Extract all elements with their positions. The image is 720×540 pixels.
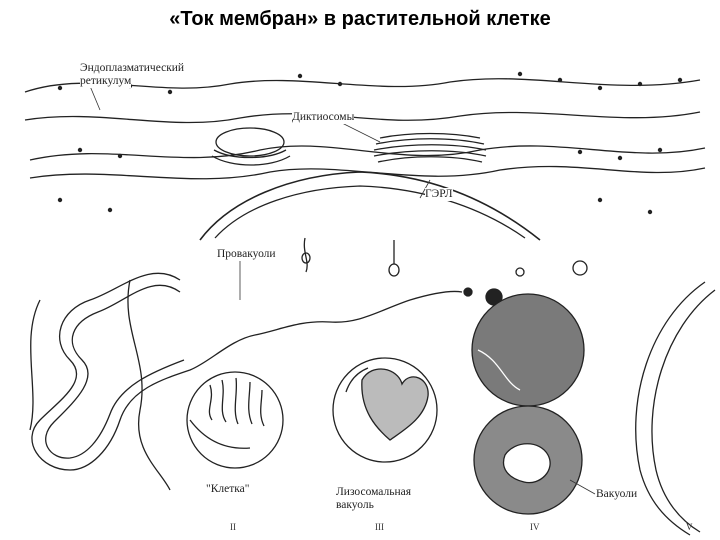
dictyosome-left bbox=[211, 127, 291, 166]
dictyosome-right bbox=[373, 132, 487, 163]
stage-label-5: V bbox=[686, 522, 693, 532]
large-vacuole-arc bbox=[635, 281, 706, 536]
label-provacuoles: Провакуоли bbox=[217, 248, 276, 261]
vacuole-sphere-lower bbox=[473, 405, 583, 515]
label-gerl: ГЭРЛ bbox=[425, 188, 453, 201]
provacuole-tubules bbox=[31, 272, 463, 471]
label-cell: "Клетка" bbox=[206, 483, 250, 496]
lysosomal-vacuole-stage-3 bbox=[332, 357, 438, 463]
label-er-line2: ретикулум bbox=[80, 75, 132, 88]
vacuole-sphere-upper bbox=[471, 293, 585, 407]
label-lysosomal-line2: вакуоль bbox=[336, 499, 374, 512]
cell-stage-2 bbox=[186, 371, 284, 469]
gerl-network bbox=[199, 171, 541, 241]
label-dictyosomes: Диктиосомы bbox=[292, 111, 355, 124]
stage-label-3: III bbox=[375, 522, 384, 532]
page-title: «Ток мембран» в растительной клетке bbox=[169, 8, 551, 30]
er-upper-membrane-lower bbox=[24, 111, 701, 124]
label-er-line1: Эндоплазматический bbox=[80, 62, 185, 75]
er-upper-membrane bbox=[24, 78, 701, 93]
label-lysosomal-line1: Лизосомальная bbox=[336, 486, 412, 499]
stage-label-2: II bbox=[230, 522, 236, 532]
stage-label-4: IV bbox=[530, 522, 540, 532]
ribosome-dots bbox=[57, 71, 683, 215]
label-vacuoles: Вакуоли bbox=[596, 488, 638, 501]
